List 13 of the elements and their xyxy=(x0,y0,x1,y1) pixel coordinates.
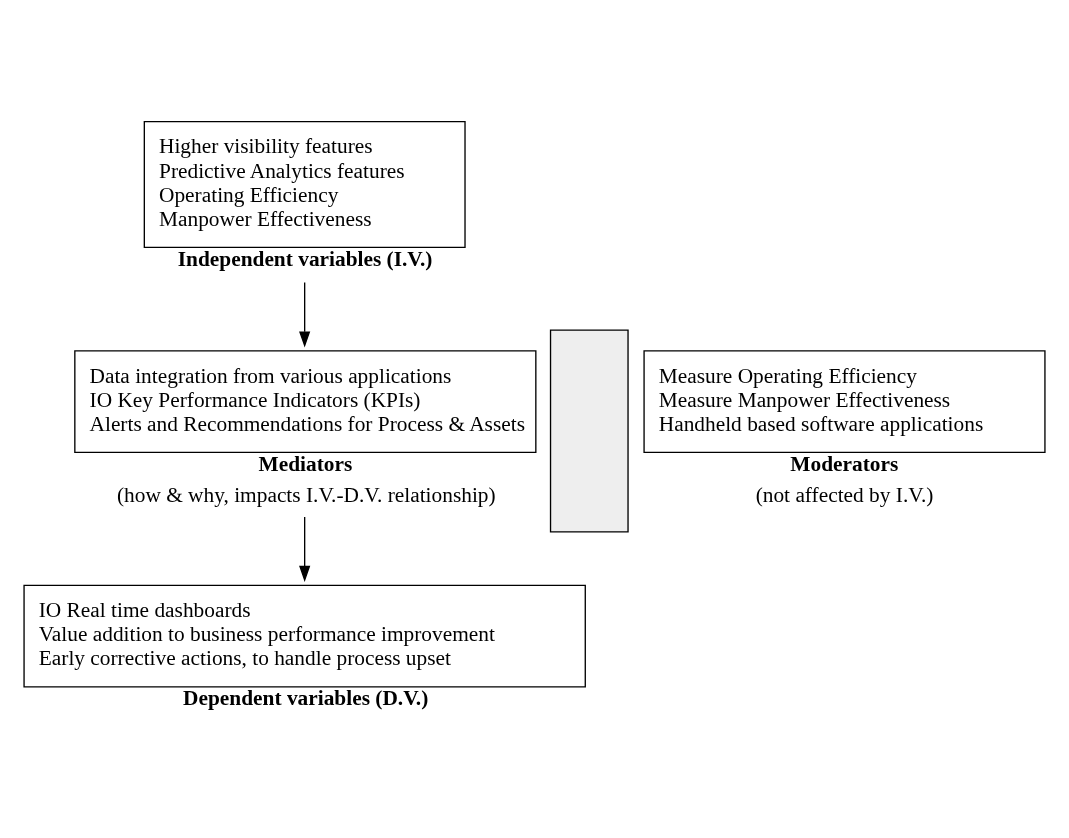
node-box: Higher visibility features Predictive Analytics features Operating Efficiency Manpower Effectiveness xyxy=(143,121,466,248)
node-box: Data integration from various applications IO Key Performance Indicators (KPIs) Alerts and Recommendations for Process & Assets xyxy=(74,350,537,454)
node-label: Moderators xyxy=(790,451,899,476)
node-label: (not affected by I.V.) xyxy=(755,482,934,507)
node-bar xyxy=(549,329,629,533)
node-label: Mediators xyxy=(258,451,353,476)
arrow xyxy=(299,281,311,348)
node-label: (how & why, impacts I.V.-D.V. relationship) xyxy=(116,482,496,507)
node-label: Independent variables (I.V.) xyxy=(177,246,433,271)
node-box: Measure Operating Efficiency Measure Manpower Effectiveness Handheld based software applications xyxy=(643,350,1046,454)
arrow xyxy=(299,516,311,582)
node-label: Dependent variables (D.V.) xyxy=(183,686,429,711)
node-box: IO Real time dashboards Value addition to business performance improvement Early corrective actions, to handle process upset xyxy=(23,584,586,688)
